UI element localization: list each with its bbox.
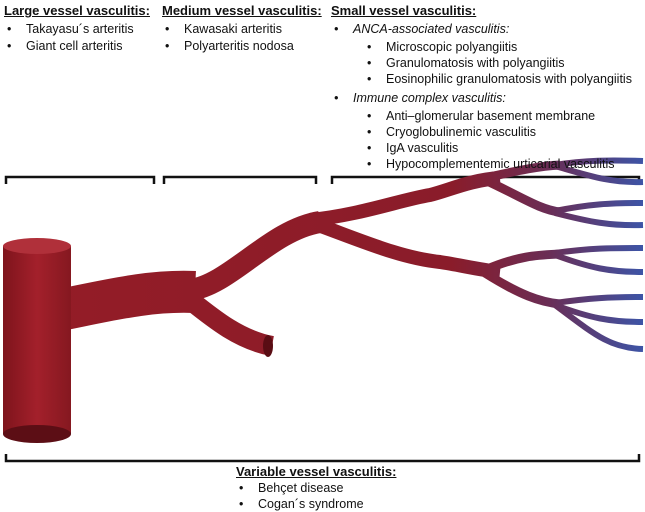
small-vessel-section: Small vessel vasculitis: ANCA-associated… xyxy=(331,2,632,175)
variable-vessel-heading: Variable vessel vasculitis: xyxy=(236,464,397,479)
list-item: Eosinophilic granulomatosis with polyang… xyxy=(364,71,632,87)
list-item: Granulomatosis with polyangiitis xyxy=(364,55,632,71)
list-item: Anti–glomerular basement membrane xyxy=(364,108,632,124)
list-item: Kawasaki arteritis xyxy=(162,21,322,38)
large-vessel-heading: Large vessel vasculitis: xyxy=(4,3,150,18)
large-vessel-bracket xyxy=(4,175,156,184)
list-item: Cryoglobulinemic vasculitis xyxy=(364,124,632,140)
list-item: Giant cell arteritis xyxy=(4,38,150,55)
medium-vessel-heading: Medium vessel vasculitis: xyxy=(162,3,322,18)
list-item: Takayasu´s arteritis xyxy=(4,21,150,38)
small-vessel-heading: Small vessel vasculitis: xyxy=(331,3,477,18)
list-item: IgA vasculitis xyxy=(364,140,632,156)
medium-vessel-section: Medium vessel vasculitis: Kawasaki arter… xyxy=(162,2,322,55)
list-item: Microscopic polyangiitis xyxy=(364,39,632,55)
list-item: Behçet disease xyxy=(236,480,396,496)
list-item: Cogan´s syndrome xyxy=(236,496,396,512)
variable-vessel-bracket xyxy=(4,454,641,463)
variable-vessel-section: Variable vessel vasculitis: Behçet disea… xyxy=(236,464,396,512)
aorta-cylinder xyxy=(3,238,71,443)
list-item: Polyarteritis nodosa xyxy=(162,38,322,55)
list-item: Hypocomplementemic urticarial vasculitis xyxy=(364,156,632,172)
vessel-tree xyxy=(55,157,644,356)
large-vessel-section: Large vessel vasculitis: Takayasu´s arte… xyxy=(4,2,150,55)
group-label-anca: ANCA-associated vasculitis: xyxy=(331,21,632,38)
group-label-immune-complex: Immune complex vasculitis: xyxy=(331,90,632,107)
vessel-lumen xyxy=(263,335,273,357)
medium-vessel-bracket xyxy=(162,175,318,184)
